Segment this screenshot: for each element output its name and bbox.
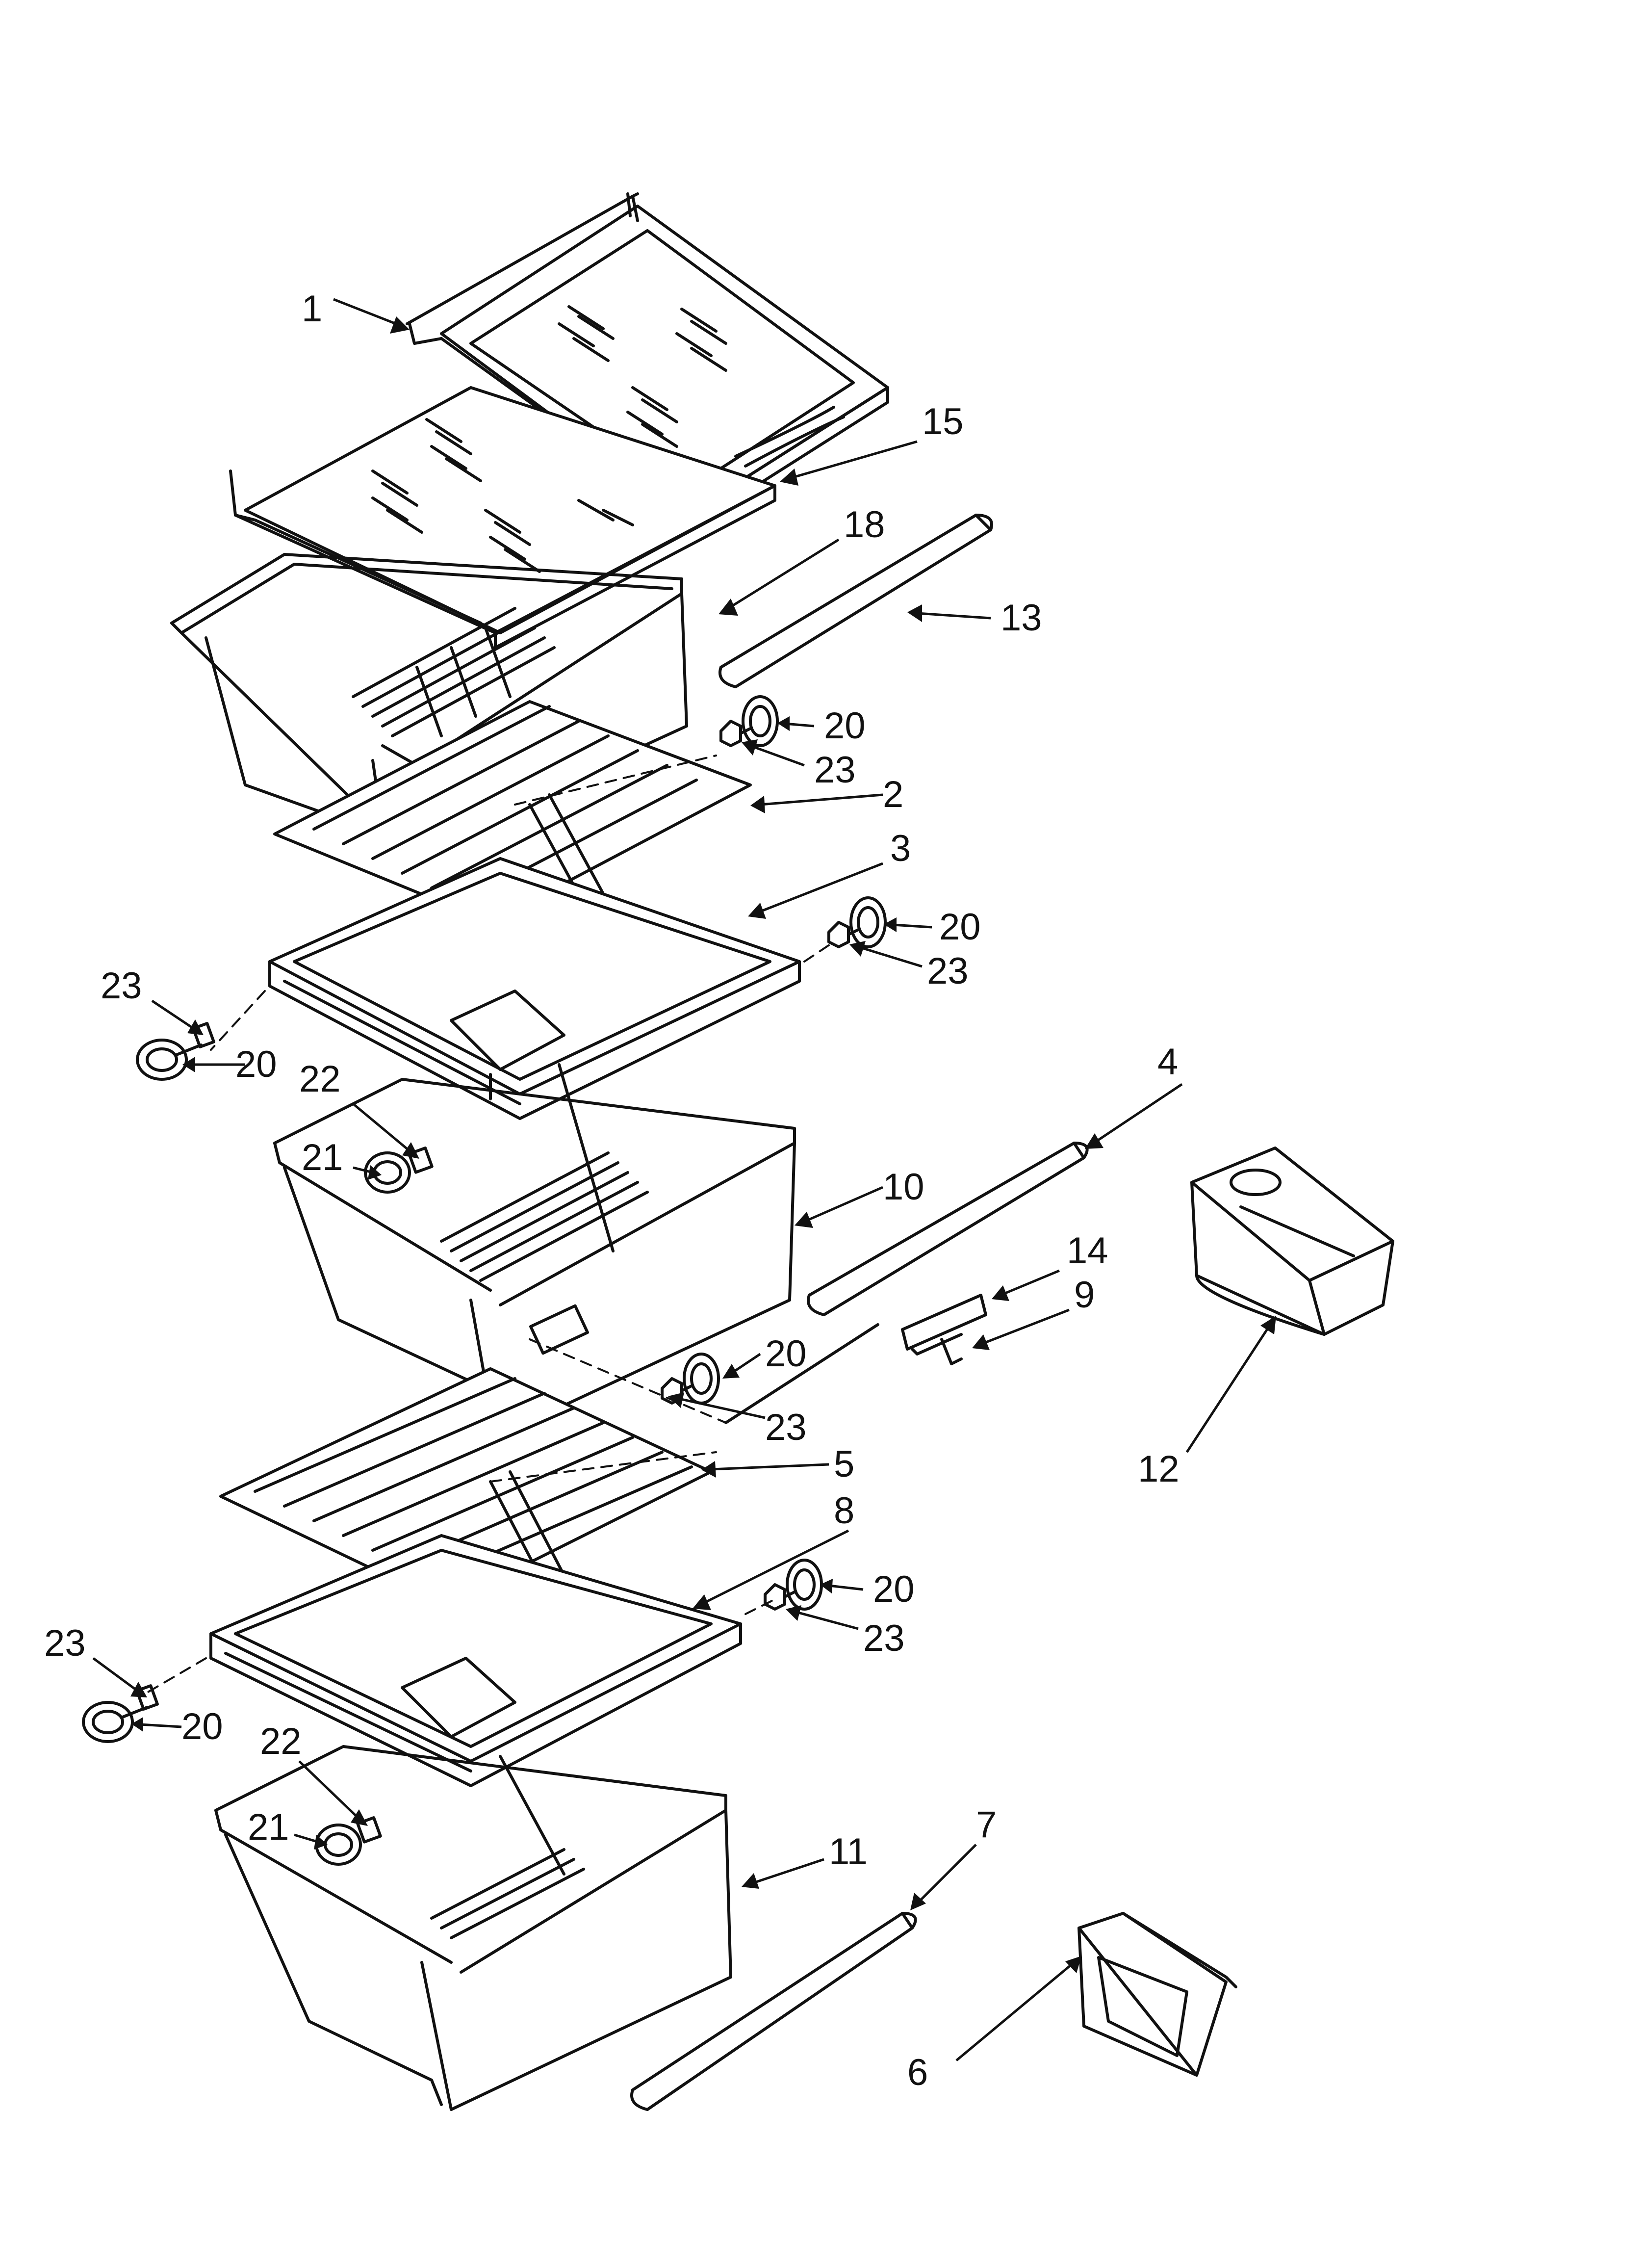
callout-21: 21 [248,1806,289,1848]
callout-7: 7 [976,1804,997,1846]
part-upper-crisper-drawer [170,553,688,865]
part-crisper-cover-shelf [229,386,776,649]
callout-2: 2 [883,774,903,815]
callout-22: 22 [260,1721,302,1762]
callout-20: 20 [873,1568,915,1610]
callout-20: 20 [235,1043,277,1085]
part-middle-slide-rail [807,1142,1089,1316]
callout-12: 12 [1138,1448,1180,1490]
callout-14: 14 [1067,1230,1108,1272]
callout-23: 23 [101,965,142,1007]
part-label-holder [1078,1912,1237,2077]
part-lower-crisper-drawer [214,1745,732,2111]
callout-23: 23 [863,1617,905,1659]
callout-8: 8 [834,1490,854,1532]
callout-1: 1 [302,288,322,330]
callout-23: 23 [814,749,856,791]
part-humidity-control [724,1294,987,1424]
part-lower-slide-rail [630,1912,917,2111]
callout-11: 11 [829,1831,868,1873]
part-lower-drawer-frame [146,1534,776,1787]
part-upper-drawer-frame [210,857,835,1120]
callout-22: 22 [299,1058,341,1100]
part-storage-bin [1190,1147,1394,1336]
callout-23: 23 [44,1622,86,1664]
callout-23: 23 [927,950,969,992]
callout-20: 20 [765,1333,807,1375]
callout-18: 18 [844,504,885,546]
callout-15: 15 [922,401,964,443]
callout-labels: 1 15 18 13 20 23 2 3 20 23 23 20 22 21 4… [44,288,1180,2093]
callout-4: 4 [1157,1041,1178,1083]
part-upper-slide-rail [718,514,993,688]
callout-20: 20 [824,705,866,747]
callout-9: 9 [1074,1274,1095,1316]
callout-13: 13 [1001,597,1042,639]
leader-lines [92,298,1276,2061]
callout-10: 10 [883,1166,924,1208]
callout-6: 6 [907,2052,928,2093]
callout-3: 3 [890,828,911,869]
part-upper-shelf-frame [406,192,889,531]
callout-21: 21 [302,1137,343,1178]
callout-23: 23 [765,1407,807,1448]
callout-5: 5 [834,1443,854,1485]
part-middle-crisper-drawer [273,1063,796,1439]
callout-20: 20 [181,1706,223,1747]
callout-20: 20 [939,906,981,948]
